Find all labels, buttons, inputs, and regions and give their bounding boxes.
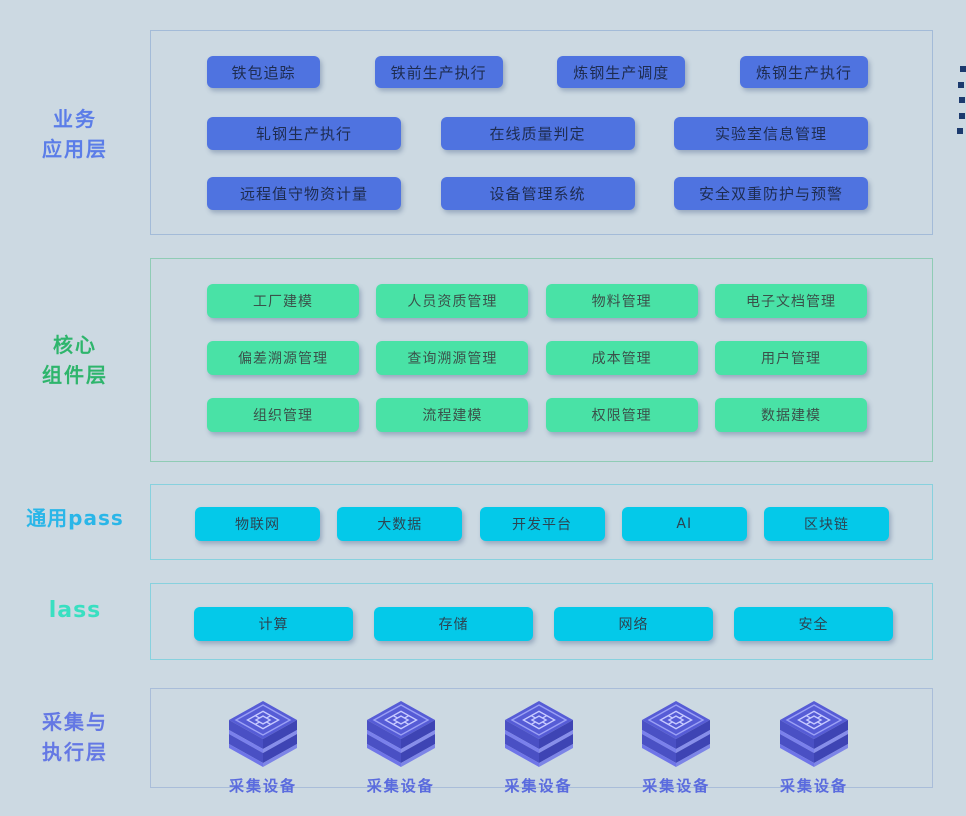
device-row: 采集设备 采集设备 — [151, 697, 932, 796]
paas-button[interactable]: 区块链 — [764, 507, 889, 541]
iaas-button[interactable]: 存储 — [374, 607, 533, 641]
layer-label-core: 核心组件层 — [0, 330, 150, 390]
business-button[interactable]: 铁包追踪 — [207, 56, 320, 88]
paas-button[interactable]: 开发平台 — [479, 507, 605, 541]
core-button[interactable]: 用户管理 — [714, 341, 867, 375]
device-cube-icon — [776, 697, 852, 773]
layer-label-line: 执行层 — [42, 740, 108, 764]
core-button[interactable]: 成本管理 — [545, 341, 698, 375]
layer-label-line: lass — [48, 598, 102, 623]
right-edge-tick — [958, 81, 964, 88]
core-button[interactable]: 权限管理 — [545, 398, 698, 432]
paas-button[interactable]: 大数据 — [337, 507, 463, 541]
collection-device: 采集设备 — [764, 697, 864, 796]
right-edge-tick — [959, 112, 965, 119]
button-row: 物联网大数据开发平台 AI 区块链 — [151, 507, 932, 541]
iaas-button[interactable]: 安全 — [734, 607, 893, 641]
layer-box-business: 铁包追踪 铁前生产执行 炼钢生产调度 炼钢生产执行轧钢生产执行 在线质量判定 实验室信息管… — [150, 30, 933, 235]
device-cube-icon — [363, 697, 439, 773]
layer-label-line: 通用pass — [26, 506, 124, 530]
button-row: 偏差溯源管理查询溯源管理成本管理用户管理 — [151, 341, 932, 375]
iaas-button[interactable]: 网络 — [554, 607, 713, 641]
layer-label-edge: 采集与执行层 — [0, 707, 150, 767]
iaas-button[interactable]: 计算 — [194, 607, 353, 641]
device-cube-icon — [501, 697, 577, 773]
business-button[interactable]: 安全双重防护与预警 — [674, 177, 868, 210]
collection-device: 采集设备 — [351, 697, 451, 796]
layer-label-paas: 通用pass — [0, 503, 150, 533]
layer-label-line: 采集与 — [42, 710, 108, 734]
device-label: 采集设备 — [504, 777, 573, 795]
layer-label-iaas: lass — [0, 596, 150, 626]
collection-device: 采集设备 — [213, 697, 313, 796]
layer-label-line: 业务 — [53, 107, 97, 131]
core-button[interactable]: 组织管理 — [207, 398, 359, 432]
device-label: 采集设备 — [642, 777, 711, 795]
core-button[interactable]: 工厂建模 — [207, 284, 359, 318]
button-row: 铁包追踪 铁前生产执行 炼钢生产调度 炼钢生产执行 — [151, 56, 932, 88]
business-button[interactable]: 设备管理系统 — [440, 177, 635, 210]
business-button[interactable]: 炼钢生产执行 — [739, 56, 868, 88]
button-row: 远程值守物资计量 设备管理系统 安全双重防护与预警 — [151, 177, 932, 210]
collection-device: 采集设备 — [489, 697, 589, 796]
business-button[interactable]: 在线质量判定 — [440, 117, 635, 150]
layer-box-edge: 采集设备 采集设备 — [150, 688, 933, 795]
device-label: 采集设备 — [366, 777, 435, 795]
layer-label-line: 组件层 — [42, 363, 108, 387]
core-button[interactable]: 人员资质管理 — [376, 284, 529, 318]
business-button[interactable]: 炼钢生产调度 — [557, 56, 686, 88]
core-button[interactable]: 电子文档管理 — [714, 284, 867, 318]
collection-device: 采集设备 — [626, 697, 726, 796]
layer-label-business: 业务应用层 — [0, 104, 150, 164]
right-edge-tick — [959, 97, 965, 103]
core-button[interactable]: 偏差溯源管理 — [207, 341, 359, 375]
core-button[interactable]: 数据建模 — [714, 398, 867, 432]
right-edge-tick — [960, 66, 966, 72]
button-row: 计算存储网络安全 — [151, 607, 932, 641]
layer-box-paas: 物联网大数据开发平台 AI 区块链 — [150, 484, 933, 560]
layer-label-line: 核心 — [53, 333, 97, 357]
paas-button[interactable]: AI — [621, 507, 747, 541]
core-button[interactable]: 查询溯源管理 — [376, 341, 529, 375]
button-row: 工厂建模人员资质管理物料管理电子文档管理 — [151, 284, 932, 318]
core-button[interactable]: 物料管理 — [545, 284, 698, 318]
layer-label-line: 应用层 — [42, 137, 108, 161]
business-button[interactable]: 实验室信息管理 — [674, 117, 868, 150]
layer-box-iaas: 计算存储网络安全 — [150, 583, 933, 660]
device-label: 采集设备 — [779, 777, 848, 795]
business-button[interactable]: 轧钢生产执行 — [207, 117, 401, 150]
device-cube-icon — [638, 697, 714, 773]
right-edge-tick — [957, 128, 963, 134]
device-cube-icon — [225, 697, 301, 773]
button-row: 组织管理流程建模权限管理数据建模 — [151, 398, 932, 432]
business-button[interactable]: 铁前生产执行 — [374, 56, 503, 88]
paas-button[interactable]: 物联网 — [195, 507, 320, 541]
business-button[interactable]: 远程值守物资计量 — [207, 177, 401, 210]
button-row: 轧钢生产执行 在线质量判定 实验室信息管理 — [151, 117, 932, 150]
layer-box-core: 工厂建模人员资质管理物料管理电子文档管理偏差溯源管理查询溯源管理成本管理用户管理… — [150, 258, 933, 462]
core-button[interactable]: 流程建模 — [376, 398, 529, 432]
device-label: 采集设备 — [228, 777, 297, 795]
